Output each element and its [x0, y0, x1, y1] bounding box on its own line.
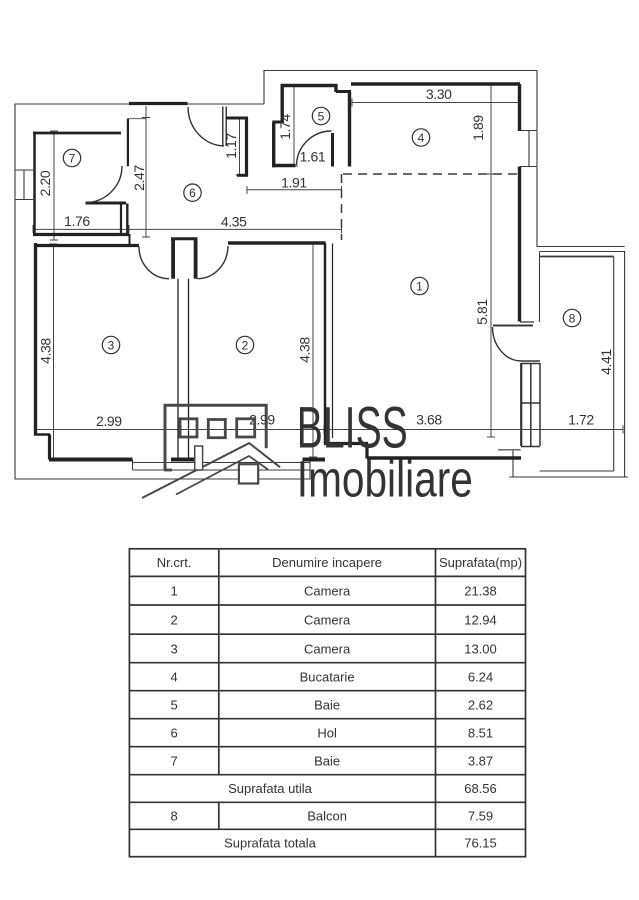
svg-text:Hol: Hol	[317, 726, 337, 741]
svg-text:2.20: 2.20	[37, 170, 53, 196]
svg-text:6: 6	[189, 186, 196, 200]
svg-text:2.47: 2.47	[131, 165, 147, 191]
svg-text:6.24: 6.24	[468, 670, 493, 685]
svg-text:3.87: 3.87	[468, 754, 493, 769]
svg-text:3: 3	[170, 642, 177, 657]
svg-text:1.74: 1.74	[277, 114, 293, 140]
svg-text:Balcon: Balcon	[307, 809, 347, 824]
svg-text:2: 2	[242, 338, 249, 352]
svg-text:1.89: 1.89	[470, 115, 486, 141]
svg-text:Suprafata totala: Suprafata totala	[224, 836, 317, 851]
svg-text:Suprafata utila: Suprafata utila	[228, 781, 313, 796]
svg-text:Baie: Baie	[314, 754, 340, 769]
svg-text:2.62: 2.62	[468, 698, 493, 713]
svg-text:Denumire incapere: Denumire incapere	[272, 555, 382, 570]
svg-text:4.38: 4.38	[297, 337, 313, 363]
svg-text:13.00: 13.00	[464, 642, 497, 657]
svg-text:BLISS: BLISS	[297, 396, 408, 461]
svg-text:Bucatarie: Bucatarie	[300, 670, 355, 685]
svg-text:1: 1	[416, 279, 423, 293]
svg-text:2.99: 2.99	[96, 413, 122, 429]
svg-text:21.38: 21.38	[464, 584, 497, 599]
svg-text:2: 2	[170, 613, 177, 628]
svg-text:6: 6	[170, 726, 177, 741]
svg-text:8.51: 8.51	[468, 726, 493, 741]
svg-text:Camera: Camera	[304, 642, 351, 657]
svg-text:4: 4	[170, 670, 177, 685]
svg-text:8: 8	[569, 311, 576, 325]
svg-text:4: 4	[418, 131, 425, 145]
svg-text:4.35: 4.35	[221, 214, 247, 230]
svg-text:Camera: Camera	[304, 613, 351, 628]
svg-text:7: 7	[69, 151, 76, 165]
svg-text:1.72: 1.72	[568, 412, 594, 428]
svg-text:1.61: 1.61	[300, 149, 326, 165]
svg-text:4.41: 4.41	[598, 349, 614, 375]
svg-text:68.56: 68.56	[464, 781, 497, 796]
svg-text:76.15: 76.15	[464, 836, 497, 851]
svg-text:Suprafata(mp): Suprafata(mp)	[439, 555, 522, 570]
svg-text:8: 8	[170, 809, 177, 824]
svg-text:3.30: 3.30	[426, 86, 452, 102]
svg-text:5: 5	[170, 698, 177, 713]
svg-text:Baie: Baie	[314, 698, 340, 713]
svg-text:1.17: 1.17	[223, 133, 239, 159]
svg-text:5.81: 5.81	[474, 299, 490, 325]
svg-text:5: 5	[318, 109, 325, 123]
svg-text:Camera: Camera	[304, 584, 351, 599]
svg-text:7.59: 7.59	[468, 809, 493, 824]
svg-text:12.94: 12.94	[464, 613, 497, 628]
svg-text:7: 7	[170, 754, 177, 769]
svg-text:4.38: 4.38	[38, 338, 54, 364]
svg-text:3: 3	[108, 338, 115, 352]
svg-text:Imobiliare: Imobiliare	[297, 451, 473, 508]
svg-text:1.76: 1.76	[64, 213, 90, 229]
svg-text:3.68: 3.68	[416, 412, 442, 428]
svg-text:1: 1	[170, 584, 177, 599]
svg-text:1.91: 1.91	[281, 175, 307, 191]
svg-text:Nr.crt.: Nr.crt.	[157, 555, 192, 570]
